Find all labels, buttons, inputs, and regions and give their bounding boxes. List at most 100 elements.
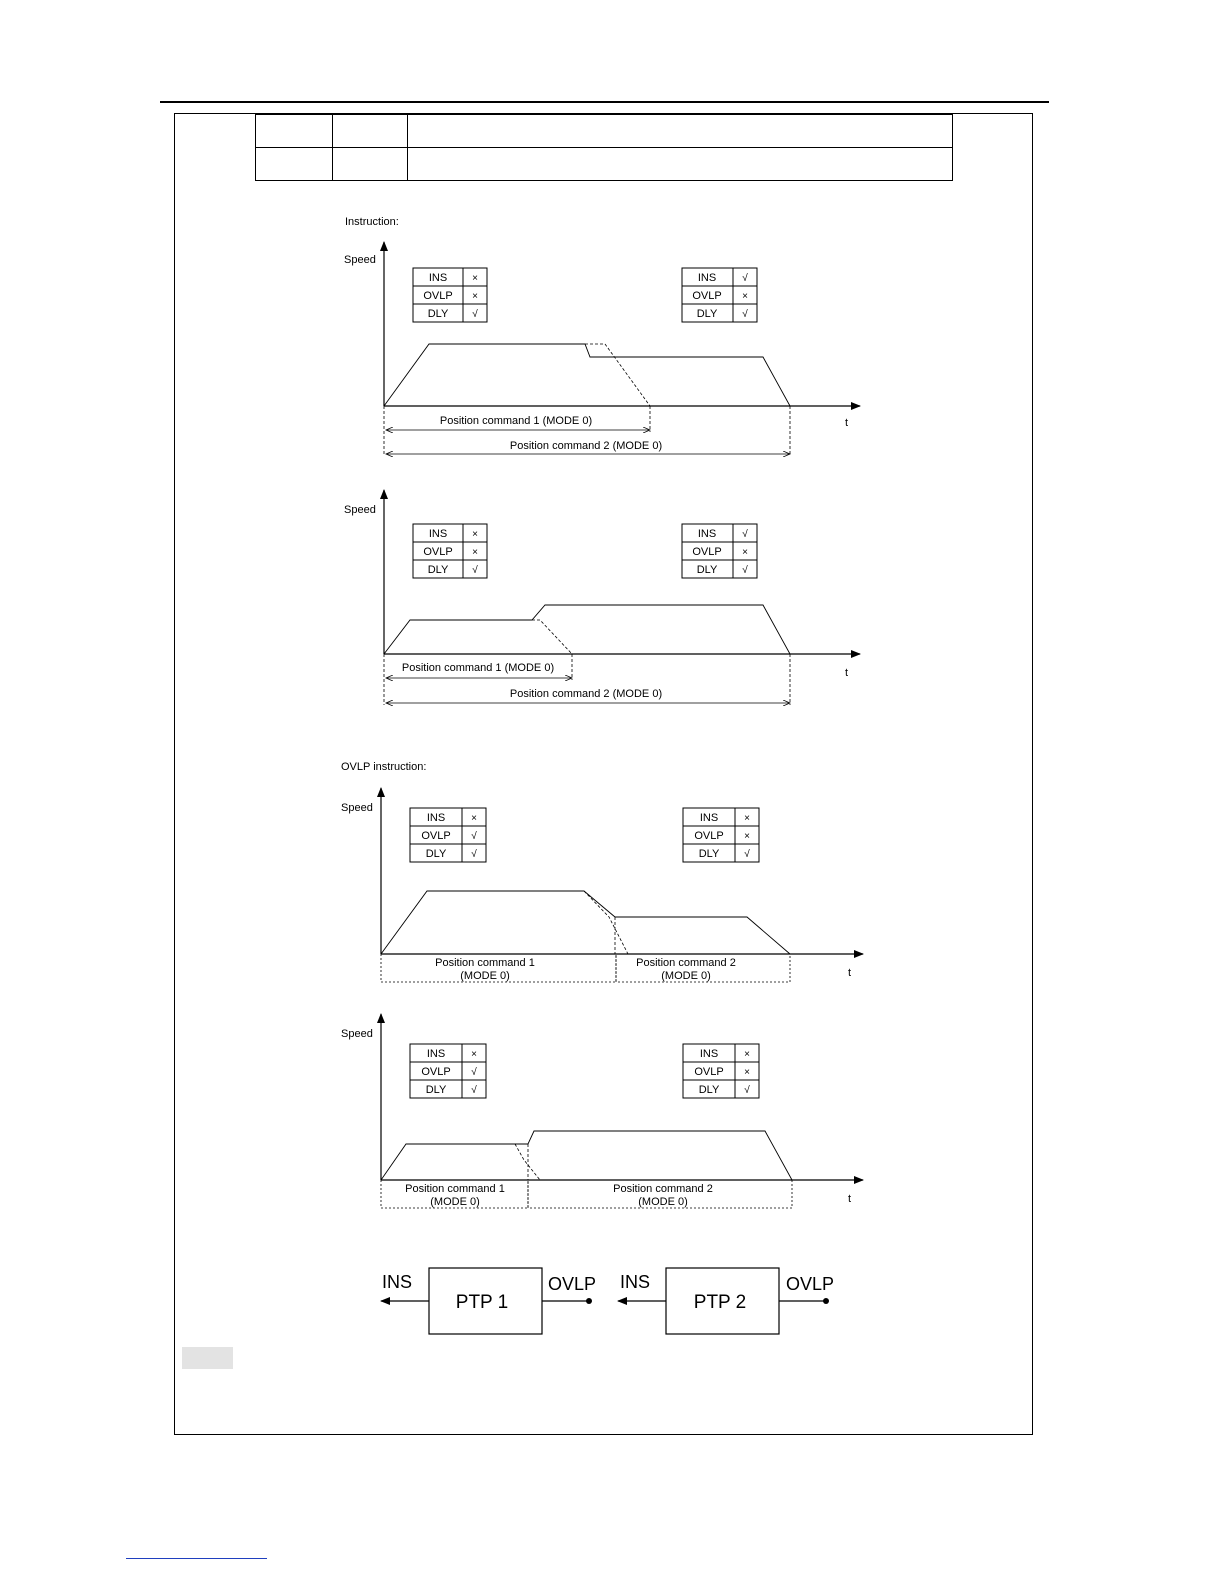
speed-label: Speed — [341, 802, 373, 814]
chart-3: Speed t INS OVLP DLY × √ √ INS OVLP DLY … — [341, 787, 864, 983]
ovlp-label: OVLP — [421, 830, 450, 842]
dly-label: DLY — [428, 564, 449, 576]
dly-label: DLY — [426, 848, 447, 860]
dly-value: √ — [472, 308, 478, 320]
ptp2-name: PTP 2 — [694, 1292, 746, 1313]
ovlp-value: × — [742, 291, 748, 302]
dly-value: √ — [742, 564, 748, 576]
speed-profile-solid — [383, 343, 791, 407]
cmd1-label-line2: (MODE 0) — [460, 970, 510, 982]
ovlp-label: OVLP — [423, 290, 452, 302]
chart-1: Speed t INS OVLP DLY × × √ INS OVLP DLY … — [344, 241, 861, 456]
cmd2-label: Position command 2 (MODE 0) — [510, 440, 662, 452]
dly-label: DLY — [428, 308, 449, 320]
ins-label: INS — [698, 272, 716, 284]
time-label: t — [848, 967, 851, 979]
table-cell — [255, 114, 333, 148]
dly-value: √ — [742, 308, 748, 320]
cmd2-box — [615, 953, 791, 983]
table-cell — [332, 114, 408, 148]
dly-label: DLY — [426, 1084, 447, 1096]
cmd2-label-line1: Position command 2 — [613, 1183, 713, 1195]
table-cell — [332, 147, 408, 181]
ins-label: INS — [700, 1048, 718, 1060]
header-table — [255, 114, 953, 181]
flag-table-left: INS OVLP DLY × √ √ — [409, 807, 487, 863]
content-frame — [174, 113, 1033, 1435]
ins-label: INS — [427, 812, 445, 824]
ins-value: √ — [742, 528, 748, 540]
time-label: t — [845, 667, 848, 679]
ovlp-value: × — [472, 291, 478, 302]
header-rule — [160, 101, 1049, 103]
cmd2-box — [527, 1179, 793, 1209]
ovlp-label: OVLP — [694, 1066, 723, 1078]
dly-label: DLY — [699, 1084, 720, 1096]
dly-value: √ — [744, 848, 750, 860]
time-label: t — [848, 1193, 851, 1205]
speed-label: Speed — [344, 254, 376, 266]
flag-table-right: INS OVLP DLY √ × √ — [681, 267, 758, 323]
dly-label: DLY — [699, 848, 720, 860]
ins-label: INS — [427, 1048, 445, 1060]
speed-profile-dashed — [532, 619, 573, 655]
ptp-block-1: PTP 1 INS OVLP — [380, 1267, 596, 1335]
ovlp-label: OVLP — [692, 290, 721, 302]
ins-label: INS — [620, 1272, 650, 1292]
cmd2-label: Position command 2 (MODE 0) — [510, 688, 662, 700]
ovlp-value: √ — [471, 1066, 477, 1078]
ovlp-instruction-title: OVLP instruction: — [341, 761, 426, 773]
ins-value: × — [744, 1049, 750, 1060]
ovlp-label: OVLP — [786, 1274, 834, 1294]
flag-table-right: INS OVLP DLY × × √ — [682, 807, 760, 863]
dly-value: √ — [471, 848, 477, 860]
ins-value: √ — [742, 272, 748, 284]
table-cell — [407, 147, 953, 181]
speed-profile-dashed — [585, 343, 651, 407]
chart-2: Speed t INS OVLP DLY × × √ INS OVLP DLY … — [344, 489, 861, 705]
cmd1-label-line1: Position command 1 — [405, 1183, 505, 1195]
ovlp-label: OVLP — [548, 1274, 596, 1294]
dly-value: √ — [744, 1084, 750, 1096]
flag-table-right: INS OVLP DLY √ × √ — [681, 523, 758, 579]
ins-label: INS — [698, 528, 716, 540]
dly-label: DLY — [697, 308, 718, 320]
ins-label: INS — [429, 272, 447, 284]
ovlp-value: × — [472, 547, 478, 558]
ovlp-value: √ — [471, 830, 477, 842]
cmd1-label-line2: (MODE 0) — [430, 1196, 480, 1208]
speed-profile-solid — [380, 1130, 793, 1181]
footer-link-line[interactable] — [126, 1558, 267, 1559]
ovlp-label: OVLP — [421, 1066, 450, 1078]
cmd2-label-line2: (MODE 0) — [661, 970, 711, 982]
ovlp-label: OVLP — [692, 546, 721, 558]
ovlp-label: OVLP — [423, 546, 452, 558]
ins-value: × — [471, 813, 477, 824]
ovlp-value: × — [744, 1067, 750, 1078]
ovlp-output-dot — [823, 1298, 829, 1304]
cmd1-label: Position command 1 (MODE 0) — [440, 415, 592, 427]
flag-table-left: INS OVLP DLY × √ √ — [409, 1043, 487, 1099]
ins-label: INS — [700, 812, 718, 824]
speed-label: Speed — [344, 504, 376, 516]
cmd1-label: Position command 1 (MODE 0) — [402, 662, 554, 674]
dly-value: √ — [472, 564, 478, 576]
ins-label: INS — [382, 1272, 412, 1292]
table-row — [255, 147, 953, 181]
flag-table-left: INS OVLP DLY × × √ — [412, 523, 488, 579]
table-cell — [255, 147, 333, 181]
chart-4: Speed t INS OVLP DLY × √ √ INS OVLP DLY … — [341, 1013, 864, 1209]
ins-value: × — [472, 273, 478, 284]
ins-value: × — [471, 1049, 477, 1060]
ins-value: × — [744, 813, 750, 824]
instruction-title: Instruction: — [345, 216, 399, 228]
speed-label: Speed — [341, 1028, 373, 1040]
ptp1-name: PTP 1 — [456, 1292, 508, 1313]
ins-value: × — [472, 529, 478, 540]
time-label: t — [845, 417, 848, 429]
dly-value: √ — [471, 1084, 477, 1096]
ptp-block-2: PTP 2 INS OVLP — [617, 1267, 834, 1335]
ovlp-output-dot — [586, 1298, 592, 1304]
ovlp-value: × — [742, 547, 748, 558]
